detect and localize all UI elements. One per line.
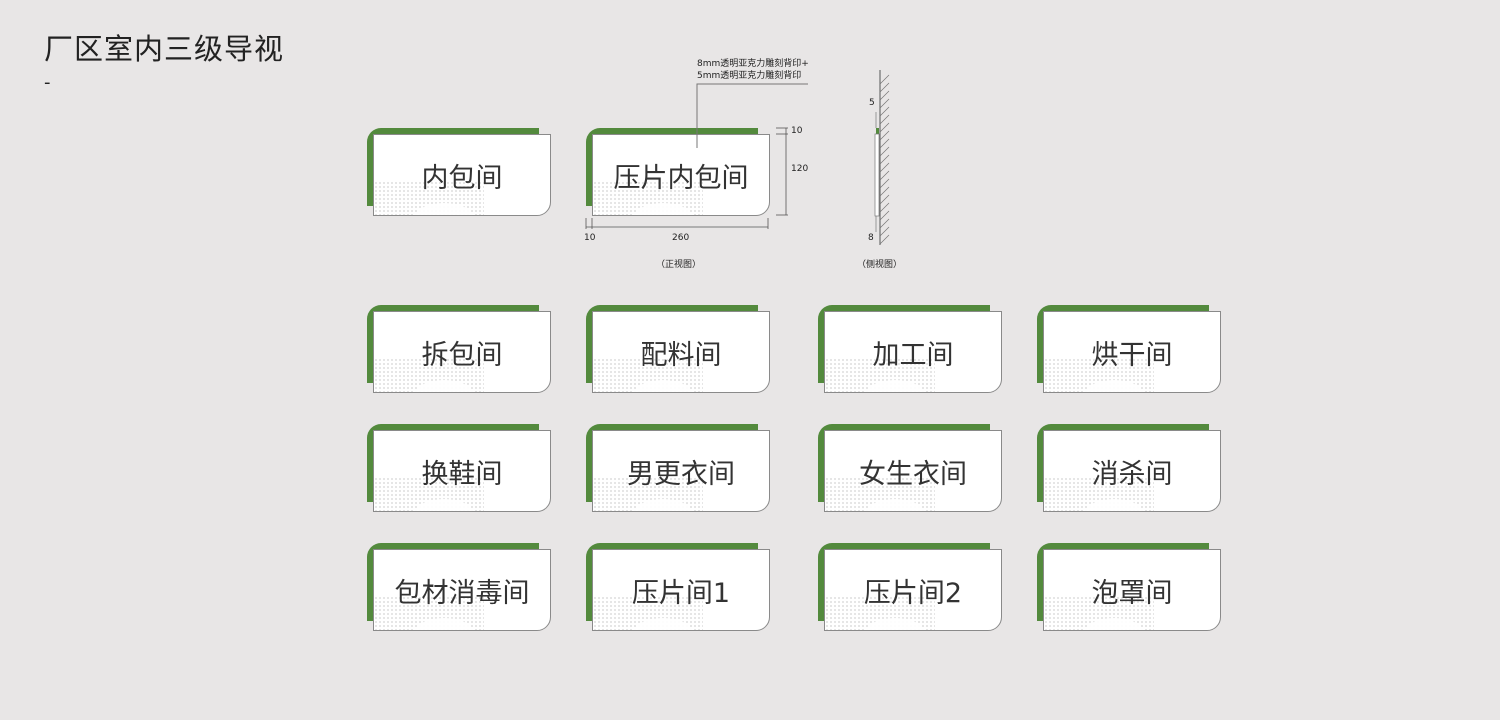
- sign-label: 男更衣间: [627, 458, 735, 490]
- sign-wave: [414, 499, 474, 511]
- sign-panel: 内包间: [373, 134, 551, 216]
- side-view-panel: [874, 133, 880, 217]
- sign-label: 包材消毒间: [394, 577, 530, 609]
- sign-wave: [633, 203, 693, 215]
- sign-inner-packing-room: 内包间: [367, 128, 551, 218]
- sign-label: 消杀间: [1091, 458, 1173, 490]
- sign-tablet-room-1: 压片间1: [586, 543, 770, 633]
- sign-panel: 压片内包间: [592, 134, 770, 216]
- page-title: 厂区室内三级导视: [44, 32, 285, 66]
- sign-processing-room: 加工间: [818, 305, 1002, 395]
- sign-label: 换鞋间: [421, 458, 503, 490]
- sign-panel: 拆包间: [373, 311, 551, 393]
- sign-wave: [414, 380, 474, 392]
- sign-panel: 配料间: [592, 311, 770, 393]
- sign-wave: [633, 380, 693, 392]
- sign-label: 压片间2: [863, 577, 963, 609]
- sign-female-locker-room: 女生衣间: [818, 424, 1002, 514]
- sign-wave: [865, 499, 925, 511]
- sign-panel: 女生衣间: [824, 430, 1002, 512]
- sign-label: 加工间: [872, 339, 954, 371]
- sign-label: 烘干间: [1091, 339, 1173, 371]
- sign-male-locker-room: 男更衣间: [586, 424, 770, 514]
- sign-wave: [633, 499, 693, 511]
- dim-label-left: 10: [584, 233, 596, 243]
- dim-label-height: 120: [791, 164, 809, 174]
- sign-wave: [1084, 380, 1144, 392]
- wall-hatching: [879, 74, 890, 245]
- sign-label: 压片内包间: [613, 162, 749, 194]
- front-view-caption: （正视图）: [656, 260, 702, 270]
- side-view-caption: （侧视图）: [857, 260, 903, 270]
- sign-disinfection-room: 消杀间: [1037, 424, 1221, 514]
- side-dim-label-top: 5: [869, 98, 875, 108]
- sign-label: 女生衣间: [859, 458, 967, 490]
- sign-panel: 加工间: [824, 311, 1002, 393]
- material-leader-line: [696, 83, 808, 148]
- material-note-line1: 8mm透明亚克力雕刻背印+: [697, 59, 809, 69]
- sign-label: 泡罩间: [1091, 577, 1173, 609]
- sign-wave: [414, 618, 474, 630]
- sign-wave: [414, 203, 474, 215]
- sign-packaging-disinfection-room: 包材消毒间: [367, 543, 551, 633]
- material-note-line2: 5mm透明亚克力雕刻背印: [697, 71, 802, 81]
- title-dash: -: [44, 72, 51, 93]
- sign-label: 配料间: [640, 339, 722, 371]
- sign-panel: 消杀间: [1043, 430, 1221, 512]
- sign-wave: [1084, 618, 1144, 630]
- sign-panel: 包材消毒间: [373, 549, 551, 631]
- sign-wave: [633, 618, 693, 630]
- sign-tablet-room-2: 压片间2: [818, 543, 1002, 633]
- sign-wave: [865, 618, 925, 630]
- sign-label: 压片间1: [631, 577, 731, 609]
- sign-panel: 换鞋间: [373, 430, 551, 512]
- dim-label-top: 10: [791, 126, 803, 136]
- sign-panel: 泡罩间: [1043, 549, 1221, 631]
- sign-tablet-inner-packing-room: 压片内包间: [586, 128, 770, 218]
- sign-panel: 烘干间: [1043, 311, 1221, 393]
- sign-shoe-change-room: 换鞋间: [367, 424, 551, 514]
- sign-label: 拆包间: [421, 339, 503, 371]
- sign-panel: 压片间1: [592, 549, 770, 631]
- sign-label: 内包间: [421, 162, 503, 194]
- sign-unpacking-room: 拆包间: [367, 305, 551, 395]
- spec-drawing: [585, 70, 890, 245]
- side-view-green-layer: [876, 128, 879, 134]
- sign-panel: 压片间2: [824, 549, 1002, 631]
- dim-label-width: 260: [672, 233, 690, 243]
- sign-blister-room: 泡罩间: [1037, 543, 1221, 633]
- side-dim-label-bottom: 8: [868, 233, 874, 243]
- sign-wave: [1084, 499, 1144, 511]
- sign-batching-room: 配料间: [586, 305, 770, 395]
- sign-drying-room: 烘干间: [1037, 305, 1221, 395]
- sign-panel: 男更衣间: [592, 430, 770, 512]
- sign-wave: [865, 380, 925, 392]
